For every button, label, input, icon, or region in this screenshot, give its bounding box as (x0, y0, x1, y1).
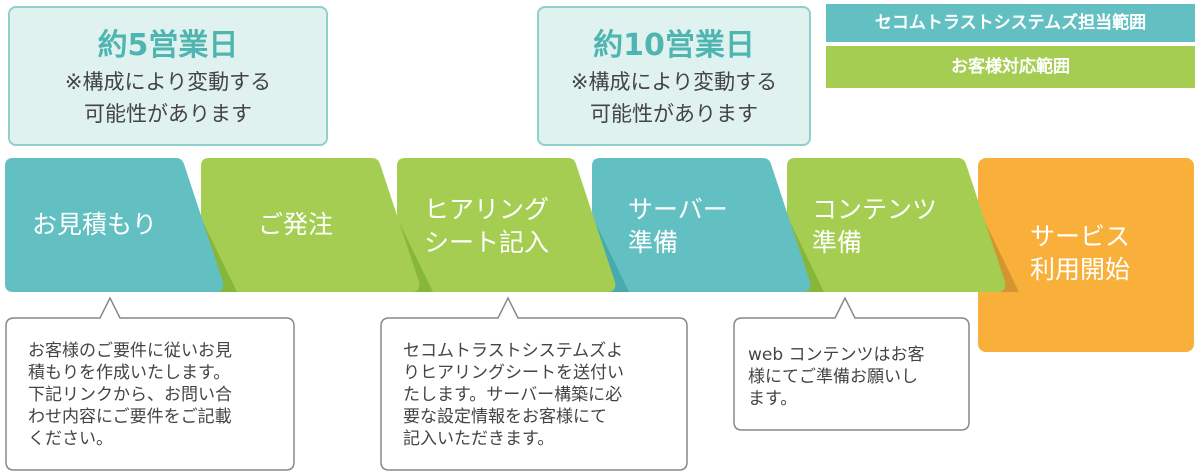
step-label: ヒアリングシート記入 (424, 193, 549, 259)
speech-bubble (5, 296, 295, 471)
duration-title: 約10営業日 (593, 28, 755, 63)
bubble-line: 記入いただきます。 (403, 429, 555, 449)
bubble-line: セコムトラストシステムズよ (403, 341, 624, 361)
step-label-line: サービス (1030, 222, 1131, 251)
bubble-line: 様にてご準備お願いし (748, 367, 918, 387)
bubble-line: たします。サーバー構築に必 (403, 385, 623, 405)
step-label-line: 準備 (812, 228, 863, 257)
step-service-start-box (978, 158, 1194, 352)
bubble-line: ください。 (28, 429, 113, 449)
step-label-line: 利用開始 (1030, 255, 1131, 284)
step-arrow (397, 158, 616, 292)
duration-caveat: ※構成により変動する (570, 70, 778, 94)
step-label-line: 準備 (628, 228, 679, 257)
duration-title: 約5営業日 (97, 28, 239, 63)
step-label-line: ヒアリング (424, 195, 550, 224)
bubble-text: web コンテンツはお客様にてご準備お願いします。 (748, 344, 925, 410)
step-arrow (5, 158, 224, 292)
step-arrow (201, 158, 420, 292)
step-label: ご発注 (258, 208, 333, 241)
duration-caveat: 可能性があります (84, 102, 252, 126)
duration-note-10-days: 約10営業日 ※構成により変動する 可能性があります (537, 6, 811, 146)
bubble-line: 要な設定情報をお客様にて (403, 407, 607, 427)
step-label-line: お見積もり (32, 210, 158, 239)
legend-secom: セコムトラストシステムズ担当範囲 (826, 4, 1195, 42)
legend-customer: お客様対応範囲 (826, 46, 1195, 88)
step-label-line: コンテンツ (812, 195, 938, 224)
step-arrow (592, 158, 811, 292)
bubble-text: セコムトラストシステムズよりヒアリングシートを送付いたします。サーバー構築に必要… (403, 340, 624, 450)
step-label-line: シート記入 (424, 228, 550, 257)
speech-bubble (380, 296, 688, 471)
step-label: サーバー準備 (628, 193, 728, 259)
bubble-text: お客様のご要件に従いお見積もりを作成いたします。下記リンクから、お問い合わせ内容… (28, 340, 232, 450)
bubble-line: お客様のご要件に従いお見 (28, 341, 232, 361)
step-label: コンテンツ準備 (812, 193, 937, 259)
duration-caveat: 可能性があります (590, 102, 758, 126)
step-arrow (787, 158, 1006, 292)
speech-bubble (733, 296, 970, 431)
step-label: サービス利用開始 (1030, 220, 1130, 286)
bubble-line: 下記リンクから、お問い合 (28, 385, 232, 405)
bubble-line: 積もりを作成いたします。 (28, 363, 231, 383)
bubble-line: わせ内容にご要件をご記載 (28, 407, 232, 427)
bubble-line: りヒアリングシートを送付い (403, 363, 624, 383)
duration-caveat: ※構成により変動する (64, 70, 272, 94)
bubble-line: web コンテンツはお客 (748, 345, 925, 365)
duration-note-5-days: 約5営業日 ※構成により変動する 可能性があります (8, 6, 328, 146)
bubble-line: ます。 (748, 389, 798, 409)
step-label: お見積もり (32, 208, 157, 241)
step-label-line: サーバー (628, 195, 728, 224)
step-label-line: ご発注 (258, 210, 334, 239)
